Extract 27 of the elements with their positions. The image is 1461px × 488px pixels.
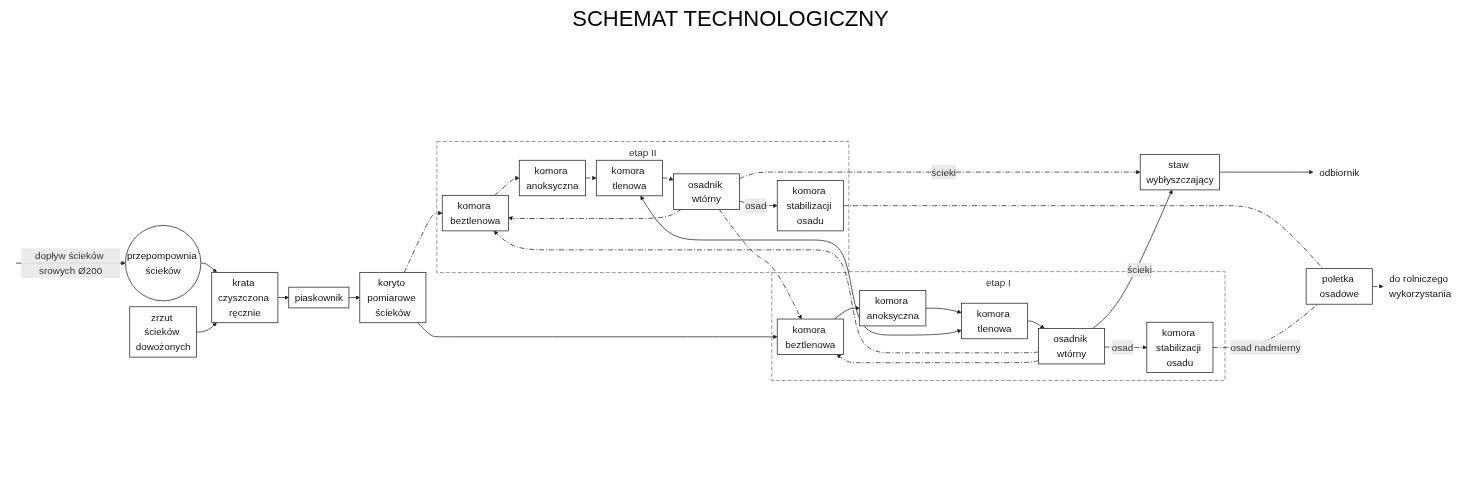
node-box: osadnik wtórny [1038, 328, 1105, 365]
node-box: poletka osadowe [1305, 268, 1373, 305]
edge-label: dopływ ścieków srowych Ø200 [34, 250, 104, 276]
edge-label: ścieki [1127, 264, 1152, 276]
edge-label: osad [744, 200, 767, 212]
node-box: komora stabilizacji osadu [1146, 321, 1214, 373]
edge-label: osad [1111, 341, 1134, 353]
node-box: komora tlenowa [961, 302, 1028, 340]
node-box: koryto pomiarowe ścieków [359, 272, 427, 324]
node-box: komora tlenowa [595, 159, 663, 197]
node-box: krata czyszczona ręcznie [211, 272, 279, 324]
edge-label: ścieki [931, 166, 957, 178]
node-box: zrzut ścieków dowożonych [129, 306, 197, 358]
node-box: staw wybłyszczający [1139, 153, 1220, 191]
node-text: odbiornik [1319, 166, 1360, 178]
node-box: piaskownik [288, 286, 350, 309]
node-box: komora anoksyczna [859, 290, 927, 327]
node-box: komora anoksyczna [518, 159, 586, 197]
node-box: komora beztlenowa [776, 318, 844, 355]
node-text: do rolniczego wykorzystania [1389, 273, 1452, 300]
edge-label: osad nadmierny [1230, 341, 1301, 353]
connector [843, 205, 1324, 269]
node-box: osadnik wtórny [673, 173, 740, 210]
node-box: komora stabilizacji osadu [776, 180, 844, 232]
node-box: komora beztlenowa [441, 194, 509, 232]
diagram-title: SCHEMAT TECHNOLOGICZNY [572, 6, 889, 32]
node-circle: przepompownia ścieków [125, 225, 202, 302]
